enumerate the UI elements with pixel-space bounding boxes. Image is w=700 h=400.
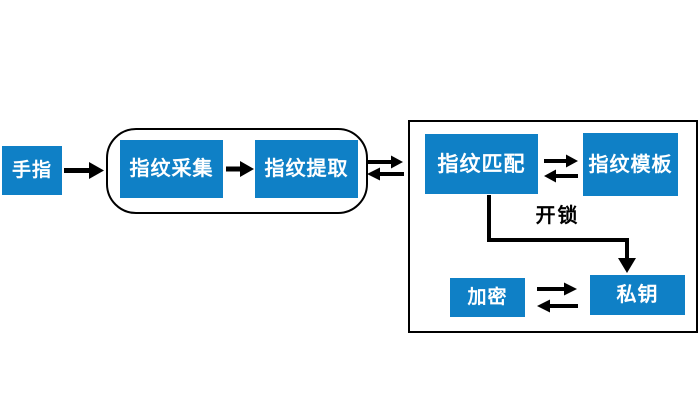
node-match: 指纹匹配	[425, 134, 538, 194]
node-finger: 手指	[2, 146, 62, 195]
node-template: 指纹模板	[583, 133, 678, 196]
node-extract: 指纹提取	[255, 140, 358, 198]
arrow-finger-to-capture	[64, 162, 104, 179]
matching-module-outline	[408, 120, 698, 333]
node-collect: 指纹采集	[120, 140, 223, 198]
node-private-key: 私钥	[590, 275, 685, 315]
double-arrow-extract-match	[367, 155, 404, 181]
node-encrypt: 加密	[450, 278, 525, 317]
unlock-label: 开锁	[535, 205, 580, 227]
